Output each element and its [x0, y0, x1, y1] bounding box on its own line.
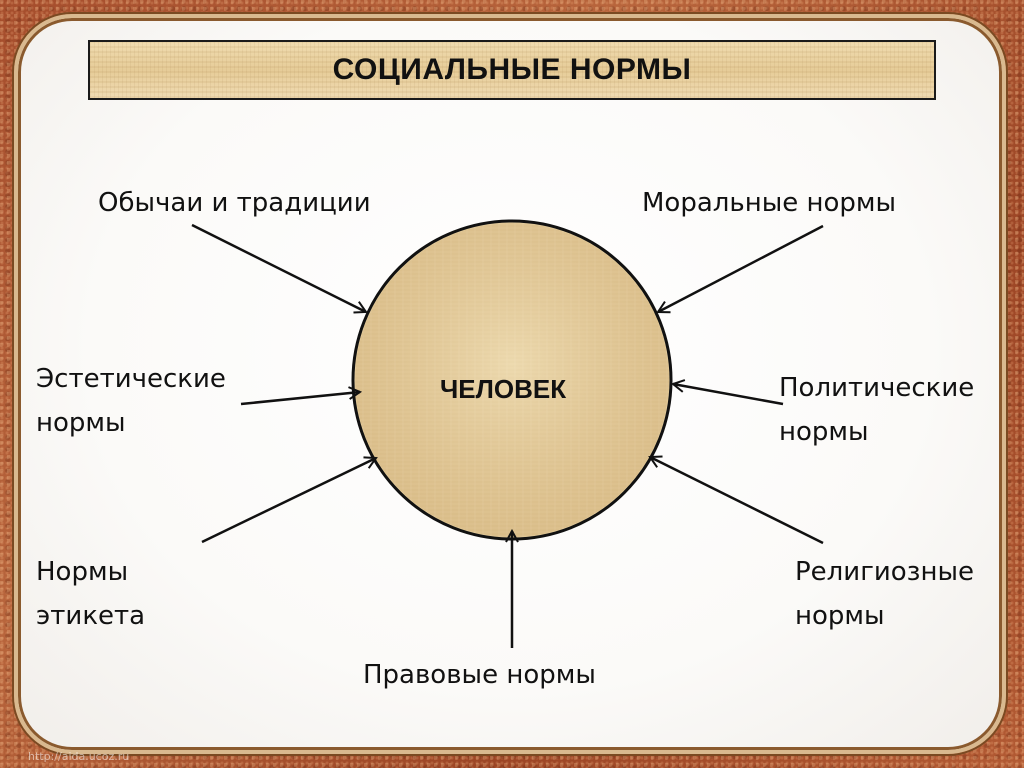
center-label: ЧЕЛОВЕК — [440, 374, 567, 404]
label-political-line2: нормы — [779, 417, 869, 447]
arrow-etiquette — [201, 458, 376, 544]
label-etiquette-line2: этикета — [36, 601, 146, 631]
label-political: Политические нормы — [779, 366, 974, 454]
label-moral: Моральные нормы — [642, 188, 897, 218]
label-religious-line2: нормы — [795, 601, 885, 631]
label-aesthetic: Эстетические нормы — [36, 357, 226, 445]
arrow-aesthetic — [240, 392, 360, 406]
label-religious-line1: Религиозные — [795, 557, 975, 587]
arrow-political — [673, 384, 784, 406]
label-etiquette-line1: Нормы — [36, 557, 129, 587]
label-legal: Правовые нормы — [363, 660, 596, 690]
arrow-moral — [658, 224, 824, 312]
label-religious: Религиозные нормы — [795, 550, 974, 638]
label-etiquette: Нормы этикета — [36, 550, 145, 638]
arrow-religious — [650, 457, 824, 545]
label-aesthetic-line1: Эстетические — [36, 364, 226, 394]
label-aesthetic-line2: нормы — [36, 408, 126, 438]
label-customs: Обычаи и традиции — [98, 188, 371, 218]
diagram-title: СОЦИАЛЬНЫЕ НОРМЫ — [332, 53, 692, 86]
arrow-customs — [191, 223, 366, 312]
watermark-url: http://aida.ucoz.ru — [28, 750, 130, 763]
title-box: СОЦИАЛЬНЫЕ НОРМЫ — [88, 40, 936, 100]
label-political-line1: Политические — [779, 373, 975, 403]
